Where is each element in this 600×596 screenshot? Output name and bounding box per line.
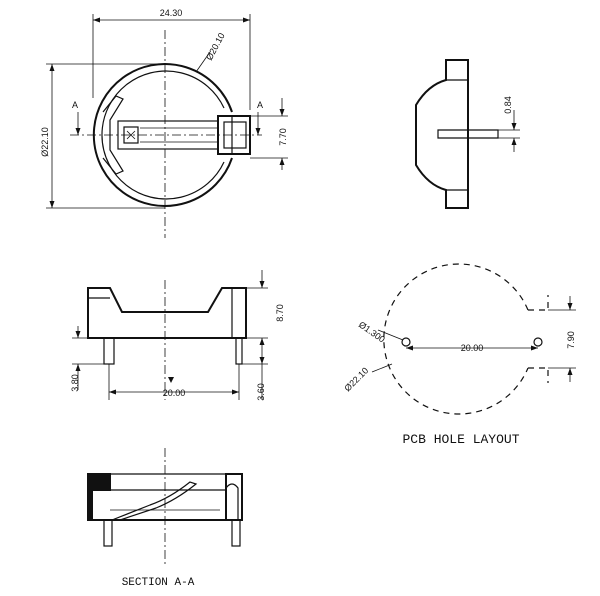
top-view-outer-circle — [92, 63, 233, 207]
section-body — [88, 473, 243, 521]
top-view-outer-diameter: Ø22.10 — [40, 127, 50, 157]
pcb-layout-title: PCB HOLE LAYOUT — [402, 432, 519, 447]
top-view-height-dimension: 7.70 — [278, 128, 288, 146]
pcb-span-dimension: 20.00 — [461, 343, 484, 353]
pcb-hole-left — [401, 337, 411, 347]
section-right-pin — [231, 519, 241, 547]
pcb-offset-dimension: 7.90 — [566, 331, 576, 349]
front-view-body — [87, 287, 247, 339]
front-view-height-dimension: 8.70 — [275, 304, 285, 322]
side-view: 0.84 — [415, 59, 520, 209]
top-view-contact-tab — [123, 126, 139, 144]
pcb-layout: 20.00 Ø1.300 Ø22.10 7.90 PCB HOLE LAYOUT — [342, 263, 576, 447]
section-spring — [111, 481, 198, 521]
top-view: 24.30 Ø20.10 Ø22.10 A A 7.70 — [40, 8, 288, 238]
front-view-right-pin-dimension: 3.60 — [256, 383, 266, 401]
front-view-left-pin-dimension: 3.80 — [70, 374, 80, 392]
section-view: SECTION A-A — [87, 448, 243, 589]
top-view-left-clip — [102, 95, 124, 175]
top-view-width-dimension: 24.30 — [160, 8, 183, 18]
side-view-thickness-dimension: 0.84 — [503, 96, 513, 114]
front-view: 8.70 3.80 3.60 20.00 — [70, 270, 285, 401]
front-view-right-pin — [235, 337, 243, 365]
pcb-outline-circle — [383, 263, 529, 415]
section-title: SECTION A-A — [122, 577, 195, 589]
top-view-terminal-block — [217, 115, 251, 155]
section-marker-right: A — [257, 100, 263, 110]
front-view-pin-span-dimension: 20.00 — [163, 388, 186, 398]
pcb-circle-diameter: Ø22.10 — [342, 365, 370, 393]
section-marker-left: A — [72, 100, 78, 110]
pcb-hole-right — [533, 337, 543, 347]
side-view-body — [415, 59, 469, 209]
front-view-left-pin — [103, 337, 115, 365]
section-left-pin — [103, 519, 113, 547]
top-view-holder-diameter: Ø20.10 — [204, 31, 227, 62]
top-view-inner-circle — [101, 70, 225, 200]
